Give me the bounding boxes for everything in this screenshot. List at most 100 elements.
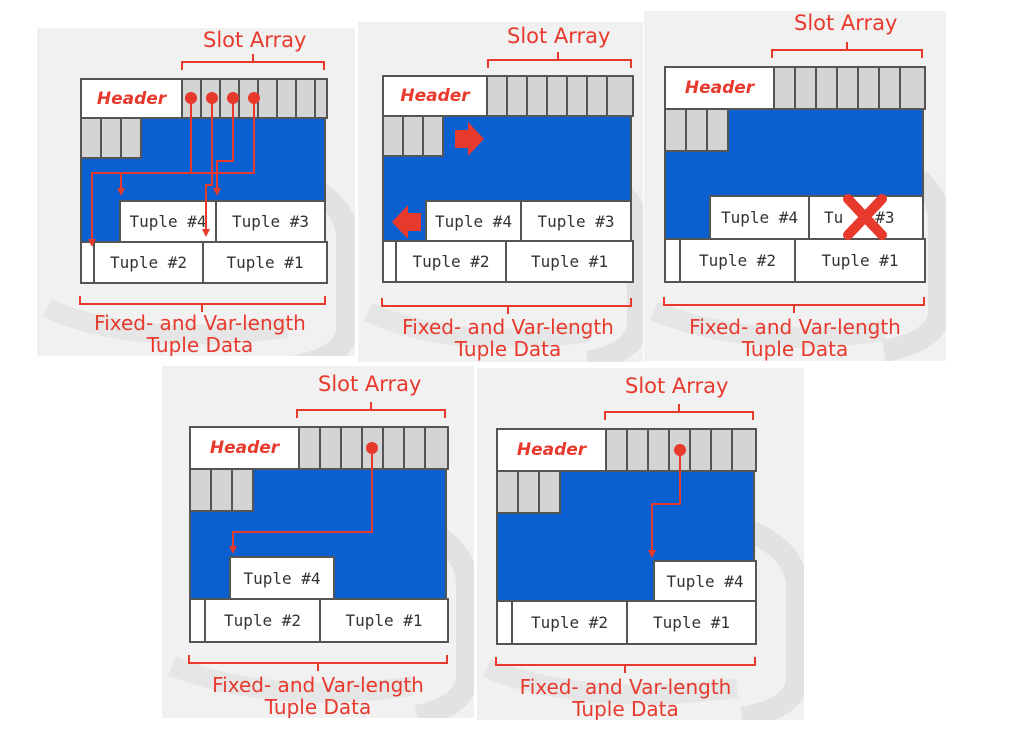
header-label: Header (96, 88, 167, 109)
tuple-2: Tuple #2 (93, 241, 204, 284)
tuple-data-label-line2: Tuple Data (741, 337, 849, 361)
tuple-1-label: Tuple #1 (652, 613, 731, 632)
free-slot-cell (664, 108, 687, 152)
tuple-data-label-line2: Tuple Data (454, 337, 562, 361)
tuple-data-label: Fixed- and Var-length Tuple Data (383, 316, 633, 360)
tuple-4: Tuple #4 (425, 200, 522, 242)
slot-cell (219, 78, 240, 119)
tuple-4: Tuple #4 (709, 195, 810, 240)
slot-cell (361, 426, 384, 470)
tuple-3: Tuple #3 (215, 200, 326, 243)
tuple-3-suffix-label: #3 (875, 208, 895, 227)
page-header: Header (382, 75, 488, 117)
tuple-2: Tuple #2 (511, 600, 628, 645)
tuple-4-label: Tuple #4 (434, 211, 513, 231)
header-label: Header (209, 438, 280, 458)
tuple-data-label-line1: Fixed- and Var-length (402, 315, 614, 339)
tuple-1-label: Tuple #1 (821, 251, 899, 270)
tuple-data-label-line2: Tuple Data (146, 333, 254, 356)
slot-cell (566, 75, 588, 117)
free-slot-cell (706, 108, 729, 152)
free-slot-cell (538, 470, 561, 514)
slot-cell (340, 426, 363, 470)
slot-cell (668, 428, 691, 472)
slot-cell (181, 78, 202, 119)
tuple-data-label: Fixed- and Var-length Tuple Data (75, 312, 325, 356)
tuple-2-label: Tuple #2 (530, 613, 609, 632)
tuple-4-label: Tuple #4 (720, 208, 799, 227)
free-slot-cell (685, 108, 708, 152)
tuple-data-label-line2: Tuple Data (264, 695, 372, 718)
page-block: Header Tuple #4 Tuple #3 Tuple #2 Tuple … (382, 75, 634, 283)
tuple-2: Tuple #2 (395, 240, 507, 283)
slot-cell (878, 66, 901, 110)
free-slot-cell (231, 468, 254, 512)
tuple-4: Tuple #4 (119, 200, 217, 243)
free-slot-cell (382, 115, 404, 157)
slot-cell (689, 428, 712, 472)
free-slot-cell (120, 117, 142, 159)
tuple-data-label: Fixed- and Var-length Tuple Data (496, 676, 755, 720)
tuple-4: Tuple #4 (229, 556, 335, 600)
header-label: Header (400, 86, 470, 106)
tuple-1: Tuple #1 (626, 600, 757, 645)
tuple-1: Tuple #1 (505, 240, 634, 283)
tuple-2-label: Tuple #2 (109, 253, 188, 272)
slot-cell (546, 75, 568, 117)
panel-2-page-layout: Slot Array Header Tuple #4 Tuple #3 Tupl… (358, 22, 643, 362)
tuple-1: Tuple #1 (202, 241, 328, 284)
slot-cell (295, 78, 316, 119)
tuple-3-deleted: Tu #3 (808, 195, 924, 240)
slot-cell (626, 428, 649, 472)
tuple-2-label: Tuple #2 (698, 251, 777, 270)
page-header: Header (664, 66, 775, 110)
tuple-3-partial-label: Tu (824, 208, 844, 227)
slot-cell (257, 78, 278, 119)
tuple-3-label: Tuple #3 (537, 211, 615, 231)
slot-cell (314, 78, 328, 119)
tuple-1-label: Tuple #1 (530, 252, 609, 271)
header-label: Header (516, 440, 587, 460)
slot-cell (276, 78, 297, 119)
slot-cell (773, 66, 796, 110)
slot-cell (606, 75, 634, 117)
tuple-4-label: Tuple #4 (129, 212, 207, 231)
header-label: Header (684, 78, 755, 98)
slot-cell (382, 426, 405, 470)
tuple-3-label: Tuple #3 (231, 212, 310, 231)
slot-cell (836, 66, 859, 110)
free-slot-cell (402, 115, 424, 157)
page-header: Header (80, 78, 183, 119)
slot-cell (586, 75, 608, 117)
slot-cell (794, 66, 817, 110)
slot-array-label: Slot Array (507, 24, 611, 48)
tuple-data-label-line1: Fixed- and Var-length (519, 675, 732, 699)
slot-cell (424, 426, 449, 470)
slot-array-label: Slot Array (203, 28, 307, 52)
tuple-1: Tuple #1 (794, 238, 926, 283)
panel-1-page-layout: Slot Array Header Tuple #4 Tuple #3 Tupl… (37, 28, 355, 356)
slot-cell (815, 66, 838, 110)
panel-4-page-layout: Slot Array Header Tuple #4 Tuple #2 Tupl… (162, 366, 474, 718)
slot-array-label: Slot Array (318, 372, 422, 396)
free-slot-cell (100, 117, 122, 159)
tuple-2-label: Tuple #2 (223, 611, 302, 630)
slot-cell (899, 66, 926, 110)
tuple-4-label: Tuple #4 (666, 571, 744, 591)
slot-cell (647, 428, 670, 472)
free-slot-cell (80, 117, 102, 159)
page-block: Header Tuple #4 Tuple #2 Tuple #1 (189, 426, 449, 643)
slot-cell (710, 428, 733, 472)
tuple-data-label-line1: Fixed- and Var-length (689, 315, 901, 339)
slot-cell (526, 75, 548, 117)
slot-cell (605, 428, 628, 472)
tuple-1-label: Tuple #1 (345, 611, 423, 630)
tuple-data-label-line1: Fixed- and Var-length (212, 673, 424, 697)
free-slot-cell (517, 470, 540, 514)
panel-5-page-layout: Slot Array Header Tuple #4 Tuple #2 Tupl… (477, 368, 804, 720)
tuple-4-label: Tuple #4 (243, 568, 321, 588)
page-block: Header Tuple #4 Tuple #3 Tuple #2 Tuple … (80, 78, 328, 284)
page-block: Header Tuple #4 Tuple #2 Tuple #1 (496, 428, 757, 645)
tuple-data-label-line2: Tuple Data (572, 697, 679, 720)
free-slot-cell (422, 115, 444, 157)
